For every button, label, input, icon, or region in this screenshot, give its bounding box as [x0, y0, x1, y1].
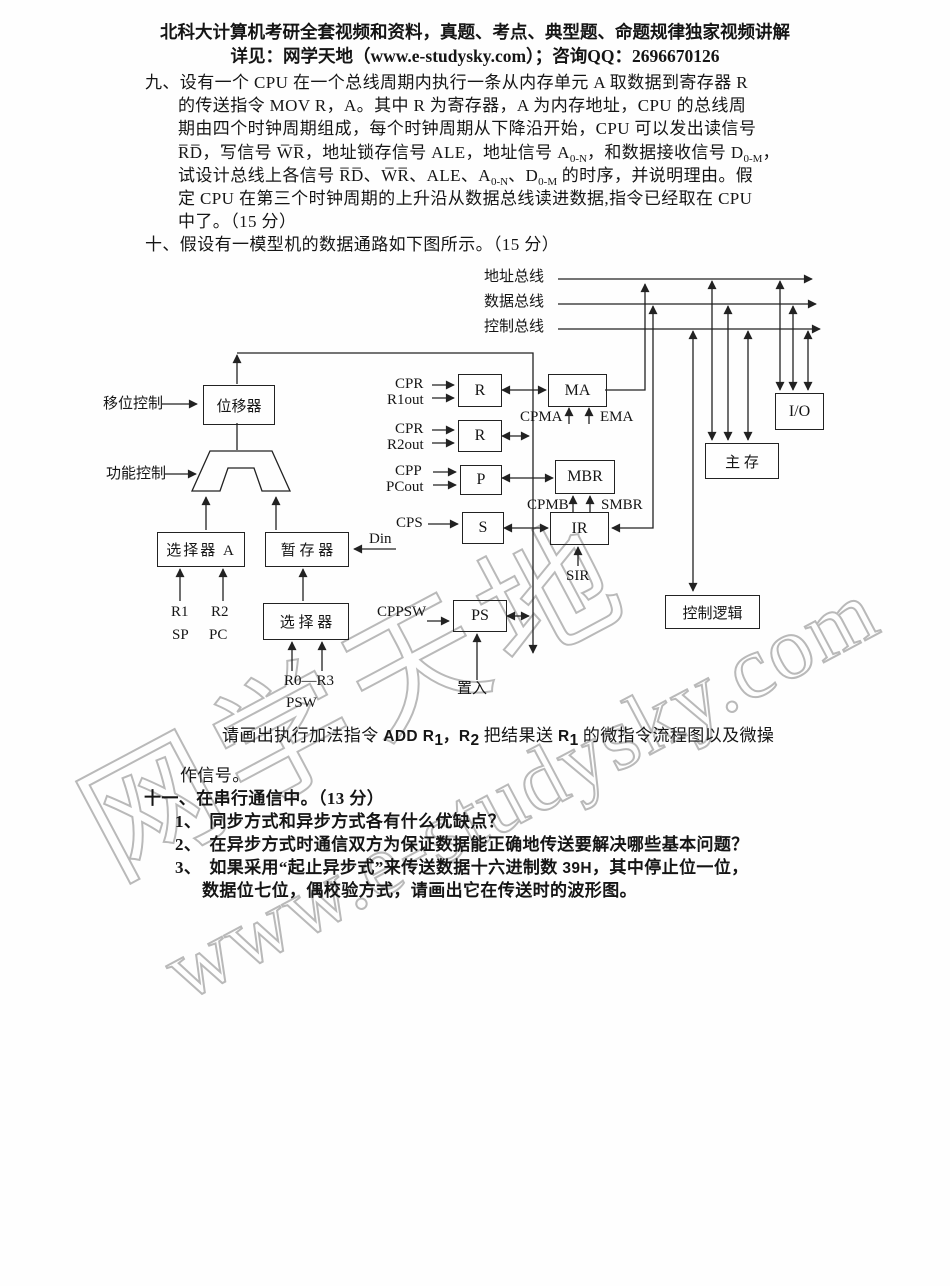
q9-line-2: 的传送指令 MOV R，A。其中 R 为寄存器，A 为内存地址，CPU 的总线周	[178, 96, 747, 115]
box-register-ps: PS	[453, 600, 507, 632]
box-ir: IR	[550, 512, 609, 545]
header-line-2: 详见：网学天地（www.e-studysky.com）；咨询QQ：2696670…	[230, 46, 720, 66]
q9-line-5: 试设计总线上各信号 R̅D̅、W̅R̅、ALE、A0-N、D0-M 的时序，并说…	[178, 166, 754, 188]
q10-caption-line-2: 作信号。	[180, 766, 250, 785]
label-sir: SIR	[566, 568, 590, 584]
q10-caption-line-1: 请画出执行加法指令 ADD R1，R2 把结果送 R1 的微指令流程图以及微操	[222, 726, 775, 749]
label-r1: R1	[171, 604, 189, 620]
q9-line-1: 九、设有一个 CPU 在一个总线周期内执行一条从内存单元 A 取数据到寄存器 R	[145, 73, 748, 92]
label-cpmb: CPMB	[527, 497, 569, 513]
label-din: Din	[369, 531, 392, 547]
label-cps: CPS	[396, 515, 423, 531]
label-r1out: R1out	[387, 392, 424, 408]
label-set-in: 置入	[457, 681, 488, 697]
box-control-logic: 控制逻辑	[665, 595, 760, 629]
label-func-control: 功能控制	[106, 466, 167, 482]
label-r2: R2	[211, 604, 229, 620]
q9-line-6: 定 CPU 在第三个时钟周期的上升沿从数据总线读进数据,指令已经取在 CPU	[178, 189, 753, 208]
label-data-bus: 数据总线	[484, 294, 545, 310]
box-selector-b: 选 择 器	[263, 603, 349, 640]
label-cpr-2: CPR	[395, 421, 424, 437]
label-control-bus: 控制总线	[484, 319, 545, 335]
label-cpp: CPP	[395, 463, 422, 479]
label-ema: EMA	[600, 409, 634, 425]
box-io: I/O	[775, 393, 824, 430]
label-pcout: PCout	[386, 479, 424, 495]
box-selector-a: 选择器 A	[157, 532, 245, 567]
box-main-memory: 主 存	[705, 443, 779, 479]
header-line-1: 北科大计算机考研全套视频和资料，真题、考点、典型题、命题规律独家视频讲解	[160, 22, 790, 42]
q11-item-3: 3、如果采用“起止异步式”来传送数据十六进制数 39H，其中停止位一位，	[175, 858, 749, 877]
box-register-r1: R	[458, 374, 502, 407]
label-cpr-1: CPR	[395, 376, 424, 392]
q11-heading: 十一、在串行通信中。（13 分）	[144, 789, 385, 808]
label-sp: SP	[172, 627, 189, 643]
label-cpma: CPMA	[520, 409, 563, 425]
q9-line-4: R̅D̅，写信号 W̅R̅，地址锁存信号 ALE，地址信号 A0-N，和数据接收…	[178, 143, 780, 165]
box-mbr: MBR	[555, 460, 615, 494]
label-psw: PSW	[286, 695, 317, 711]
q11-item-3-continued: 数据位七位，偶校验方式，请画出它在传送时的波形图。	[202, 881, 637, 900]
box-temp-register: 暂 存 器	[265, 532, 349, 567]
label-address-bus: 地址总线	[484, 269, 545, 285]
box-register-p: P	[460, 465, 502, 495]
q11-item-2: 2、在异步方式时通信双方为保证数据能正确地传送要解决哪些基本问题？	[175, 835, 749, 854]
label-r2out: R2out	[387, 437, 424, 453]
label-cppsw: CPPSW	[377, 604, 427, 620]
box-register-r2: R	[458, 420, 502, 452]
q9-line-3: 期由四个时钟周期组成，每个时钟周期从下降沿开始，CPU 可以发出读信号	[178, 119, 757, 138]
question-10-heading: 十、假设有一模型机的数据通路如下图所示。（15 分）	[145, 235, 560, 254]
label-smbr: SMBR	[601, 497, 643, 513]
box-ma: MA	[548, 374, 607, 407]
q11-item-1: 1、同步方式和异步方式各有什么优缺点？	[175, 812, 506, 831]
label-r0-r3: R0—R3	[284, 673, 335, 689]
box-shifter: 位移器	[203, 385, 275, 425]
label-shift-control: 移位控制	[103, 396, 164, 412]
box-register-s: S	[462, 512, 504, 544]
label-pc: PC	[209, 627, 228, 643]
q9-line-7: 中了。（15 分）	[178, 212, 297, 231]
diagram-lines	[162, 274, 821, 680]
